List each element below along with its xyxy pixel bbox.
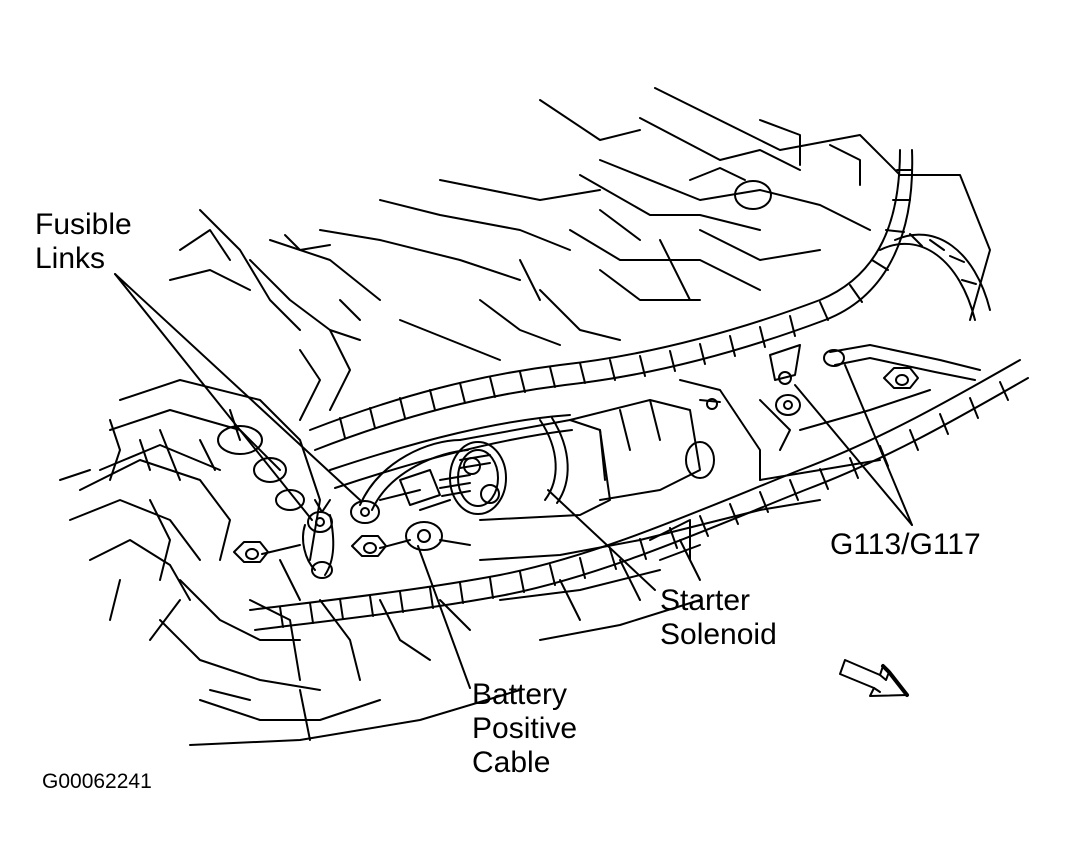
leader-g113 xyxy=(794,384,913,526)
ground-straps xyxy=(739,344,981,481)
label-g113-g117-text: G113/G117 xyxy=(830,528,981,561)
leader-starter-solenoid xyxy=(547,489,656,591)
label-starter-solenoid-line-1: Starter xyxy=(660,584,751,617)
wiring-harness xyxy=(249,149,1029,631)
leader-lines xyxy=(114,273,913,689)
starter-motor xyxy=(449,379,741,521)
fusible-link-wires xyxy=(302,417,569,579)
bell-housing xyxy=(59,379,521,746)
label-fusible-links: Fusible Links xyxy=(35,208,132,276)
label-g113-g117: G113/G117 xyxy=(830,528,981,562)
leader-fusible-links-2 xyxy=(114,273,361,501)
label-battery-cable-line-1: Battery xyxy=(472,678,568,711)
solenoid-terminals xyxy=(379,454,500,511)
label-battery-positive-cable: Battery Positive Cable xyxy=(472,678,577,780)
label-fusible-links-line-2: Links xyxy=(35,242,106,275)
battery-cable-terminal xyxy=(233,521,471,563)
label-fusible-links-line-1: Fusible xyxy=(35,208,132,241)
leader-g117 xyxy=(844,364,913,526)
label-battery-cable-line-2: Positive xyxy=(472,712,578,745)
figure-id: G00062241 xyxy=(42,770,152,793)
forward-arrow-icon xyxy=(839,659,909,697)
label-starter-solenoid: Starter Solenoid xyxy=(660,584,777,652)
label-battery-cable-line-3: Cable xyxy=(472,746,551,779)
label-starter-solenoid-line-2: Solenoid xyxy=(660,618,777,651)
engine-block xyxy=(169,87,991,421)
leader-battery-cable xyxy=(417,545,471,689)
leader-fusible-links-1 xyxy=(114,273,313,521)
